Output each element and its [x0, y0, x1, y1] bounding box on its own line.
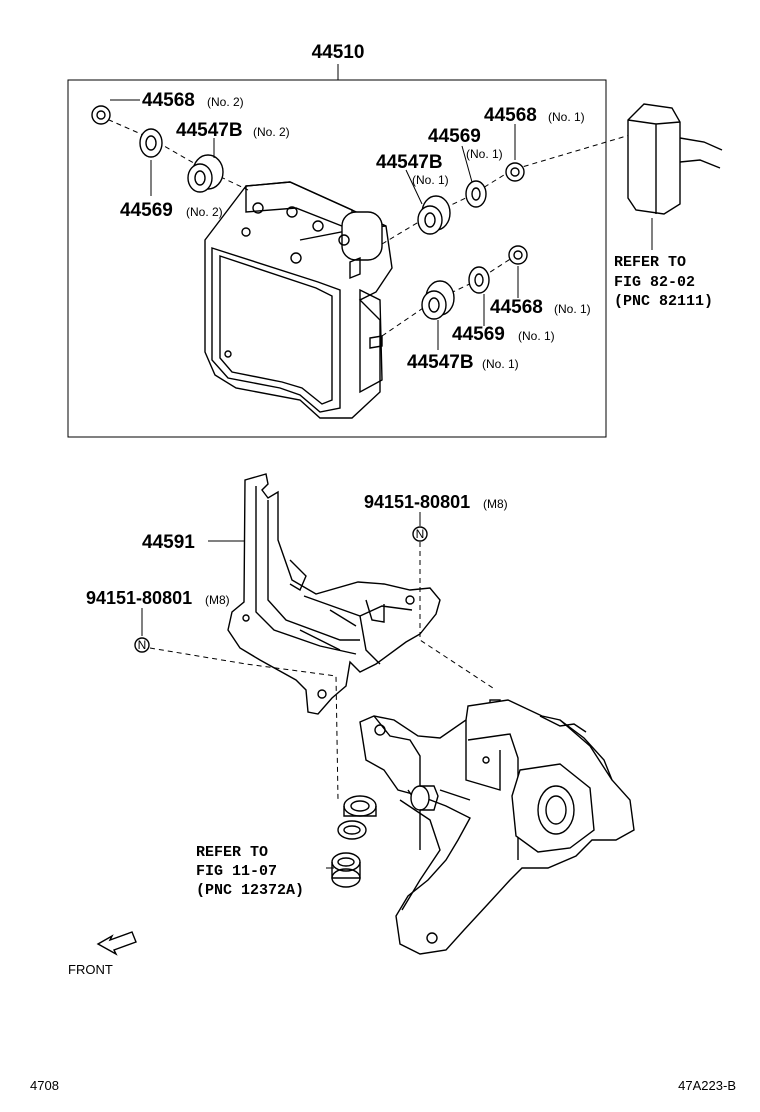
- assembly-box: [67, 79, 607, 438]
- refer-to-11-line1: REFER TO: [196, 844, 268, 861]
- wire-harness-connector: [627, 103, 723, 215]
- bolt-upper-marker: [412, 526, 428, 542]
- page-number: 4708: [30, 1078, 59, 1093]
- washer-no1-upper: [465, 180, 487, 208]
- front-label: FRONT: [68, 962, 113, 977]
- label-44547b-no2-sub: (No. 2): [253, 125, 290, 139]
- figure-code: 47A223-B: [678, 1078, 736, 1093]
- svg-text:N: N: [416, 527, 425, 541]
- label-44569-no1-top: 44569: [428, 126, 481, 147]
- label-bolt-lower: 94151-80801: [86, 588, 192, 608]
- washer-no1-lower: [468, 266, 490, 294]
- label-44547b-no2: 44547B: [176, 120, 243, 141]
- washer-no2: [139, 128, 163, 158]
- grommet-no2: [187, 154, 224, 193]
- label-bolt-upper: 94151-80801: [364, 492, 470, 512]
- refer-to-82-line3: (PNC 82111): [614, 293, 713, 310]
- label-44569-no2-sub: (No. 2): [186, 205, 223, 219]
- label-44569-no1-top-sub: (No. 1): [466, 147, 503, 161]
- label-bolt-lower-sub: (M8): [205, 593, 230, 607]
- tube-fittings: [331, 785, 439, 888]
- label-44568-no1-top-sub: (No. 1): [548, 110, 585, 124]
- label-44568-no1-bottom: 44568: [490, 297, 543, 318]
- grommet-no1-upper: [417, 195, 451, 235]
- abs-actuator: [204, 181, 393, 419]
- label-44547b-no1-top-sub: (No. 1): [412, 173, 449, 187]
- body-member: [359, 699, 635, 955]
- label-44547b-no1-bottom-sub: (No. 1): [482, 357, 519, 371]
- refer-to-11-line2: FIG 11-07: [196, 863, 277, 880]
- label-44569-no1-bottom: 44569: [452, 324, 505, 345]
- grommet-no1-lower: [421, 280, 455, 320]
- port-plug-no2: [91, 105, 111, 125]
- label-44568-no2: 44568: [142, 90, 195, 111]
- refer-to-11-line3: (PNC 12372A): [196, 882, 304, 899]
- label-44568-no2-sub: (No. 2): [207, 95, 244, 109]
- port-plug-no1-upper: [505, 162, 525, 182]
- label-44568-no1-bottom-sub: (No. 1): [554, 302, 591, 316]
- port-plug-no1-lower: [508, 245, 528, 265]
- label-44569-no1-bottom-sub: (No. 1): [518, 329, 555, 343]
- refer-to-82-line2: FIG 82-02: [614, 274, 695, 291]
- label-bolt-upper-sub: (M8): [483, 497, 508, 511]
- label-44568-no1-top: 44568: [484, 105, 537, 126]
- label-44591: 44591: [142, 532, 195, 553]
- bracket-44591: [227, 473, 441, 715]
- label-44569-no2: 44569: [120, 200, 173, 221]
- svg-text:N: N: [138, 638, 147, 652]
- label-44547b-no1-top: 44547B: [376, 152, 443, 173]
- refer-to-82-line1: REFER TO: [614, 254, 686, 271]
- front-arrow-icon: [96, 931, 137, 956]
- label-44547b-no1-bottom: 44547B: [407, 352, 474, 373]
- assembly-label: 44510: [312, 42, 365, 63]
- bolt-lower-marker: [134, 637, 150, 653]
